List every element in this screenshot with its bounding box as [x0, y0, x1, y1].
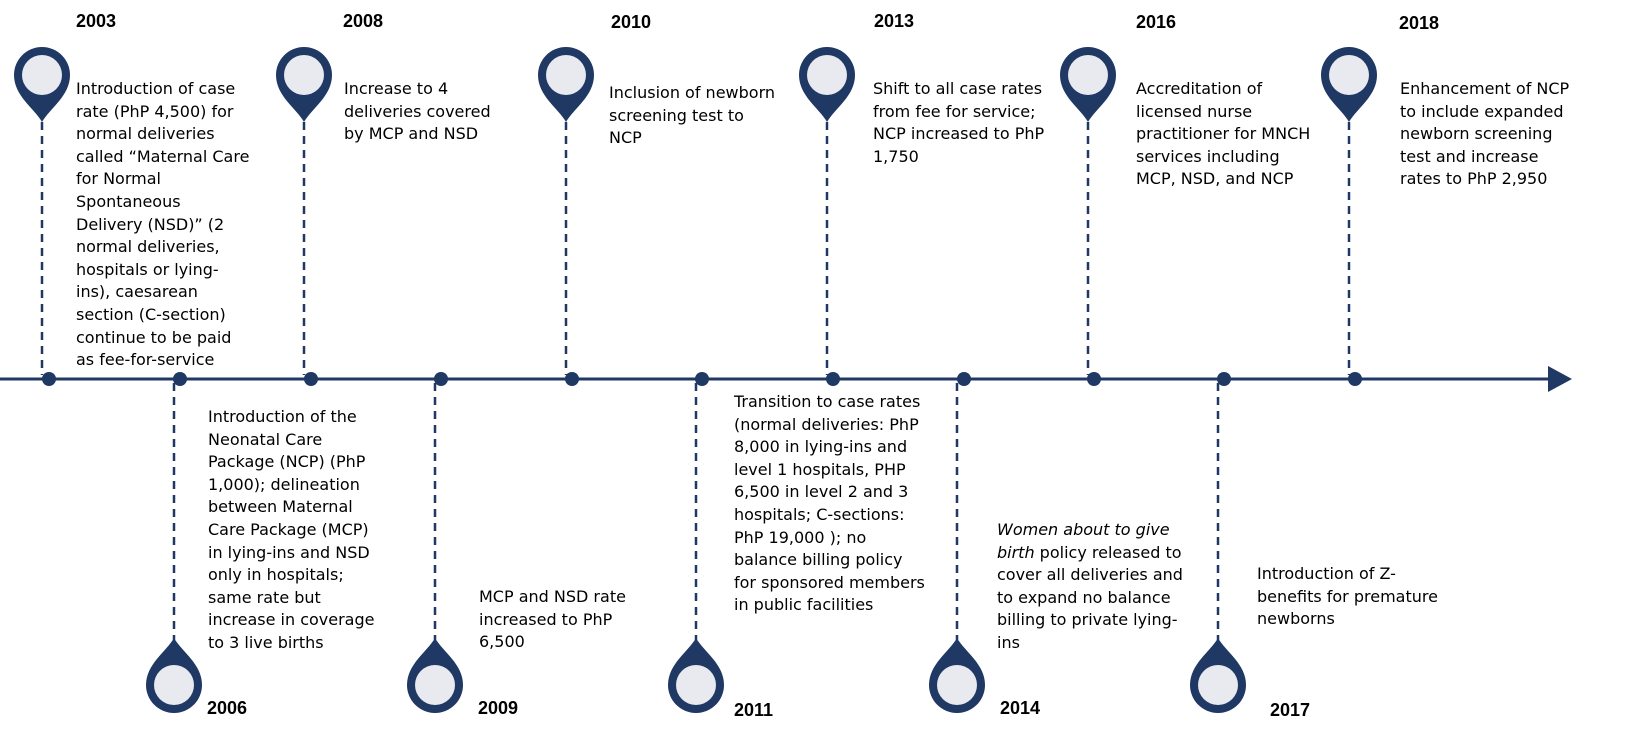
- event-description-2014: Women about to give birth policy release…: [997, 519, 1187, 655]
- timeline-dot: [957, 372, 971, 386]
- pin-marker-icon: [1190, 638, 1246, 713]
- timeline-dot: [1217, 372, 1231, 386]
- timeline-dot: [304, 372, 318, 386]
- event-description-2006: Introduction of the Neonatal Care Packag…: [208, 407, 375, 652]
- year-label-2011: 2011: [734, 700, 774, 720]
- event-description-2013: Shift to all case rates from fee for ser…: [873, 79, 1045, 166]
- event-description-2010: Inclusion of newborn screening test to N…: [609, 83, 775, 148]
- event-description-2009: MCP and NSD rate increased to PhP 6,500: [479, 587, 626, 652]
- event-description-2011: Transition to case rates (normal deliver…: [734, 392, 925, 615]
- year-label-2017: 2017: [1270, 700, 1311, 720]
- year-label-2013: 2013: [874, 11, 915, 31]
- year-label-2008: 2008: [343, 11, 384, 31]
- pin-marker-icon: [14, 47, 70, 122]
- timeline-dot: [173, 372, 187, 386]
- pin-marker-icon: [799, 47, 855, 122]
- year-label-2018: 2018: [1399, 13, 1440, 33]
- timeline-dot: [42, 372, 56, 386]
- timeline-dot: [695, 372, 709, 386]
- pin-marker-icon: [407, 638, 463, 713]
- timeline-dot: [826, 372, 840, 386]
- event-description-2003: Introduction of case rate (PhP 4,500) fo…: [76, 79, 250, 370]
- year-label-2016: 2016: [1136, 12, 1177, 32]
- event-description-2014-text: policy released to cover all deliveries …: [997, 542, 1183, 652]
- timeline-dot: [1348, 372, 1362, 386]
- event-description-2018: Enhancement of NCP to include expanded n…: [1400, 79, 1570, 189]
- event-description-2008: Increase to 4 deliveries covered by MCP …: [344, 79, 491, 144]
- year-label-2014: 2014: [1000, 698, 1041, 718]
- timeline-dot: [434, 372, 448, 386]
- pin-marker-icon: [929, 638, 985, 713]
- pin-marker-icon: [668, 638, 724, 713]
- timeline-arrowhead: [1548, 366, 1572, 392]
- pin-marker-icon: [1321, 47, 1377, 122]
- event-description-2017: Introduction of Z-benefits for premature…: [1257, 564, 1438, 629]
- timeline-dot: [565, 372, 579, 386]
- pin-marker-icon: [276, 47, 332, 122]
- year-label-2009: 2009: [478, 698, 519, 718]
- timeline-dot: [1087, 372, 1101, 386]
- pin-marker-icon: [146, 638, 202, 713]
- year-label-2003: 2003: [76, 11, 117, 31]
- year-label-2010: 2010: [611, 12, 652, 32]
- policy-name: Women about to give birth: [997, 520, 1170, 562]
- pin-marker-icon: [1060, 47, 1116, 122]
- pin-marker-icon: [538, 47, 594, 122]
- year-label-2006: 2006: [207, 698, 248, 718]
- event-description-2016: Accreditation of licensed nurse practiti…: [1136, 79, 1311, 189]
